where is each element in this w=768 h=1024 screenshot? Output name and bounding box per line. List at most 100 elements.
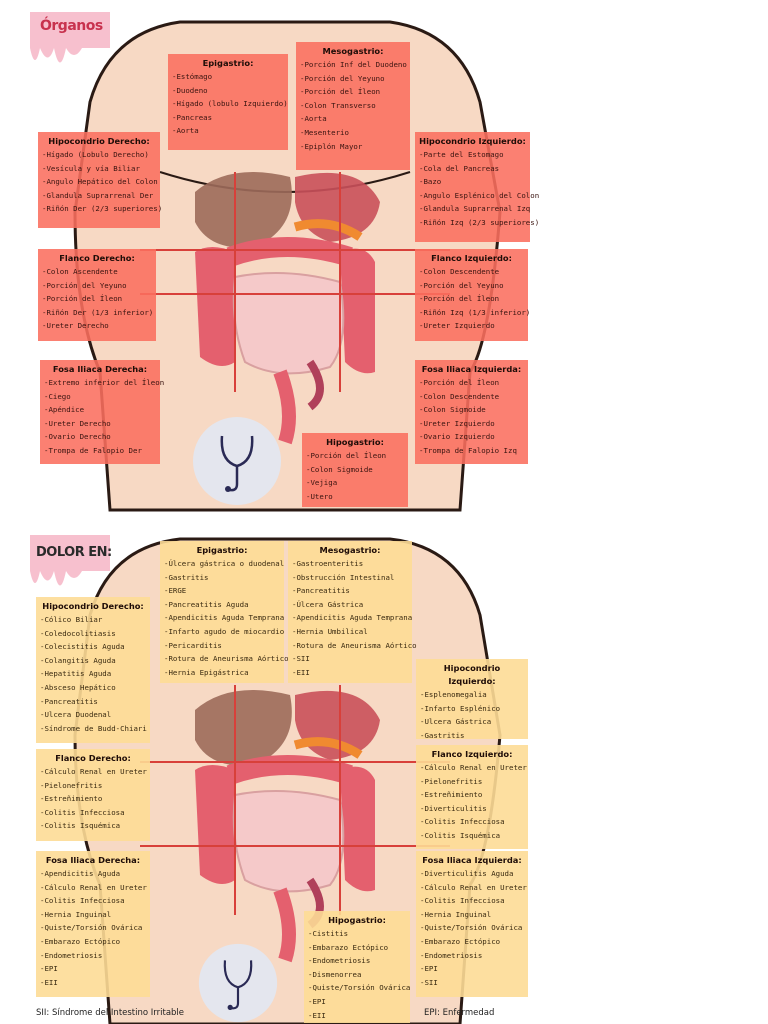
item: -Hernia Epigástrica [164, 667, 249, 677]
box-hipogastrio: Hipogastrio: -Porción del Íleon-Colon Si… [302, 433, 408, 507]
box-title: Epigastrio: [202, 58, 254, 68]
box-hipocondrio-derecho: Hipocondrio Derecho: -Cólico Biliar-Cole… [36, 597, 150, 743]
box-title: Fosa Iliaca Izquierda: [422, 855, 522, 865]
item: -Úlcera gástrica o duodenal [164, 559, 285, 568]
box-hipocondrio-derecho: Hipocondrio Derecho: -Hígado (Lobulo Der… [38, 132, 163, 228]
item: -Colitis Infecciosa [40, 896, 125, 906]
item: -Infarto Esplénico [420, 703, 501, 713]
item: -Ovario Izquierdo [419, 432, 495, 442]
box-title: Fosa Iliaca Derecha: [52, 364, 148, 374]
item: -Angulo Esplénico del Colon [419, 190, 540, 200]
item: -Endometriosis [40, 950, 103, 960]
item: -Riñón Izq (2/3 superiores) [419, 217, 540, 227]
item: -Infarto agudo de miocardio [164, 626, 285, 636]
box-flanco-derecho: Flanco Derecho: -Cálculo Renal en Ureter… [36, 749, 150, 841]
item: -Pielonefritis [40, 780, 103, 790]
box-flanco-izquierdo: Flanco Izquierdo: -Colon Descendente-Por… [415, 249, 531, 341]
footer-abbrev-right: EPI: Enfermedad [424, 1008, 495, 1018]
box-hipocondrio-izquierdo: Hipocondrio Izquierdo: -Esplenomegalia-I… [416, 659, 528, 740]
item: -Bazo [419, 177, 442, 187]
item: -Cálculo Renal en Ureter [420, 763, 527, 772]
item: -Ureter Izquierdo [419, 418, 495, 428]
box-fosa-iliaca-derecha: Fosa Iliaca Derecha: -Extremo inferior d… [40, 360, 165, 464]
item: -Colon Sigmoide [419, 405, 486, 415]
item: -Embarazo Ectópico [40, 936, 121, 946]
item: -Apéndice [44, 405, 85, 415]
box-title: Epigastrio: [196, 545, 248, 555]
item: -Cistitis [308, 929, 349, 938]
box-title: Fosa Iliaca Izquierda: [421, 364, 522, 374]
stethoscope-icon [198, 943, 278, 1023]
box-title: Fosa Iliaca Derecha: [45, 855, 141, 865]
item: -Embarazo Ectópico [420, 936, 501, 946]
item: -EII [308, 1010, 326, 1020]
item: -ERGE [164, 586, 187, 596]
item: -Colitis Infecciosa [420, 896, 505, 906]
item: -Trompa de Falopio Izq [419, 445, 517, 455]
item: -Gastritis [420, 730, 465, 740]
item: -Quiste/Torsión Ovárica [420, 923, 523, 933]
item: -Estómago [172, 72, 213, 81]
item: -Gastritis [164, 572, 209, 582]
box-fosa-iliaca-derecha: Fosa Iliaca Derecha: -Apendicitis Aguda -… [36, 851, 150, 997]
item: -Porción del Yeyuno [419, 280, 504, 290]
item: -Cólico Biliar [40, 615, 103, 624]
item: -Riñón Der (1/3 inferior) [42, 307, 154, 317]
box-epigastrio: Epigastrio: -Úlcera gástrica o duodenal -… [160, 541, 289, 683]
box-epigastrio: Epigastrio: -Estómago -Duodeno -Hígado (lo… [168, 54, 288, 150]
item: -Estreñimiento [420, 790, 483, 800]
item: -Porción del Íleon [419, 378, 500, 387]
box-title: Mesogastrio: [319, 545, 381, 555]
item: -Colon Sigmoide [306, 464, 373, 474]
item: -Cálculo Renal en Ureter [420, 882, 527, 892]
item: -Porción del Íleon [419, 294, 500, 304]
item: -Obstrucción Intestinal [292, 572, 395, 582]
item: -Pancreas [172, 112, 213, 122]
item: -Cola del Pancreas [419, 163, 500, 173]
box-mesogastrio: Mesogastrio: -Porción Inf del Duodeno-Po… [296, 42, 410, 170]
box-hipocondrio-izquierdo: Hipocondrio Izquierdo: -Parte del Estoma… [415, 132, 540, 242]
box-title: Flanco Derecho: [55, 753, 131, 763]
item: -Epiplón Mayor [300, 141, 363, 151]
item: -Colitis Infecciosa [420, 817, 505, 827]
item: -Colon Descendente [419, 391, 500, 401]
panel-heading: DOLOR EN: [36, 545, 112, 560]
item: -Gastroenteritis [292, 559, 364, 568]
pain-panel: DOLOR EN: Epigastrio: -Úlcera gástrica o… [30, 535, 535, 1024]
item: -Colangitis Aguda [40, 655, 116, 665]
item: -Apendicitis Aguda Temprana [292, 613, 413, 623]
item: -Hígado (lobulo Izquierdo) [172, 99, 288, 109]
item: -Colitis Infecciosa [40, 807, 125, 817]
item: -Rotura de Aneurisma Aórtico [292, 640, 417, 650]
box-title: Hipogastrio: [326, 437, 384, 447]
item: -Colon Descendente [419, 267, 500, 276]
item: -EPI [420, 964, 438, 974]
item: -Aorta [300, 114, 327, 124]
item: -Duodeno [172, 85, 208, 95]
box-mesogastrio: Mesogastrio: -Gastroenteritis -Obstrucció… [288, 541, 417, 683]
box-fosa-iliaca-izquierda: Fosa Iliaca Izquierda: -Porción del Íleo… [415, 360, 528, 464]
drip-decoration [30, 535, 110, 605]
item: -Apendicitis Aguda [40, 869, 121, 878]
item: -Porción del Yeyuno [42, 280, 127, 290]
item: -Vesícula y vía Biliar [42, 163, 140, 173]
item: -Embarazo Ectópico [308, 942, 389, 952]
item: -Angulo Hepático del Colon [42, 177, 158, 187]
item: -Riñón Izq (1/3 inferior) [419, 307, 531, 317]
item: -Riñón Der (2/3 superiores) [42, 204, 163, 214]
item: -Hernia Umbilical [292, 626, 368, 636]
item: -EII [40, 977, 58, 987]
item: -Ciego [44, 391, 71, 401]
box-title: Hipocondrio Izquierdo: [443, 663, 501, 686]
item: -Glandula Suprarrenal Der [42, 190, 154, 200]
item: -Ulcera Duodenal [40, 710, 112, 720]
box-title: Flanco Izquierdo: [431, 749, 513, 759]
item: -Rotura de Aneurisma Aórtico [164, 654, 289, 664]
item: -SII [292, 654, 310, 664]
stethoscope-icon [193, 417, 281, 505]
box-title: Flanco Derecho: [59, 253, 135, 263]
box-title: Hipocondrio Derecho: [48, 136, 150, 146]
item: -Pericarditis [164, 640, 222, 650]
item: -Quiste/Torsión Ovárica [308, 983, 411, 993]
item: -Extremo inferior del Íleon [44, 378, 165, 387]
